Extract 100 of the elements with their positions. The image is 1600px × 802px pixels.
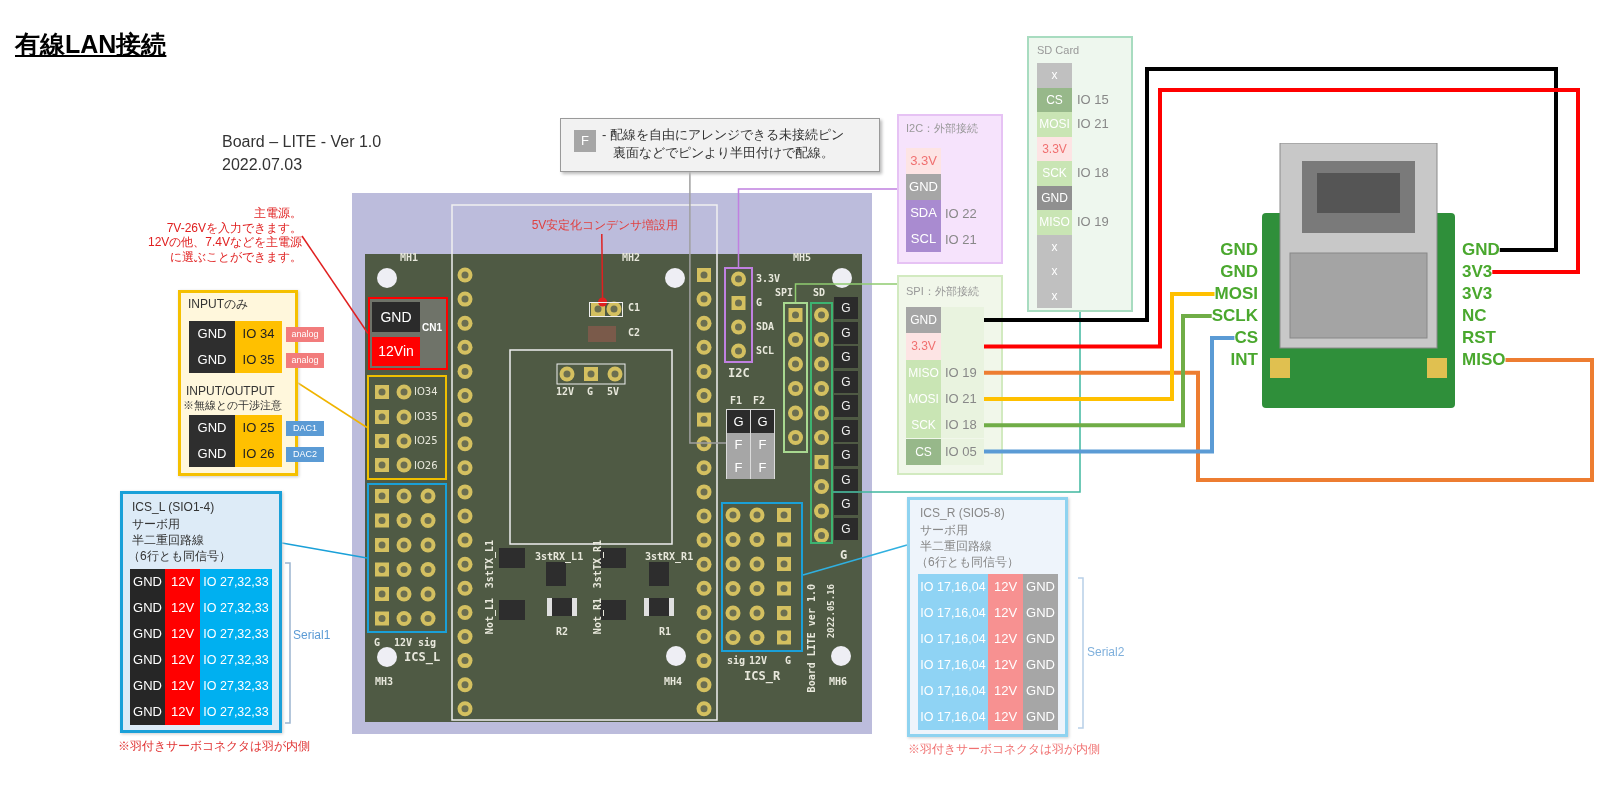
pin-cell: IO 17,16,04 bbox=[918, 678, 988, 704]
note-text: - 配線を自由にアレンジできる未接続ピン bbox=[602, 126, 844, 144]
board-label: R2 bbox=[556, 626, 569, 637]
leader-line bbox=[281, 542, 368, 559]
pin-cell: 12V bbox=[988, 600, 1023, 626]
pin-label: IO 22 bbox=[945, 206, 977, 221]
leader-line bbox=[301, 235, 369, 335]
board-label: 2022.05.16 bbox=[826, 584, 836, 639]
pin-cell: MOSI bbox=[1037, 112, 1072, 137]
pin-cell: GND bbox=[1023, 574, 1058, 600]
board-label: IO34 bbox=[414, 386, 438, 397]
pin-cell: SCL bbox=[906, 226, 941, 252]
pin-cell: IO 17,16,04 bbox=[918, 626, 988, 652]
board-label: G bbox=[587, 386, 594, 397]
bracket-label: Serial1 bbox=[293, 628, 331, 642]
pin-label: G bbox=[834, 493, 858, 515]
annotation-text: 12Vの他、7.4Vなどを主電源に選ぶことができます。 bbox=[146, 235, 302, 265]
board-label: MH3 bbox=[375, 676, 394, 687]
wire bbox=[984, 336, 1235, 454]
pin-label: MISO bbox=[1462, 349, 1506, 371]
pin-cell: IO 27,32,33 bbox=[200, 621, 272, 647]
pin-cell: IO 27,32,33 bbox=[200, 595, 272, 621]
pin-label: CS bbox=[1234, 327, 1258, 349]
pin-cell: GND bbox=[1023, 678, 1058, 704]
board-label: SPI bbox=[775, 287, 794, 298]
pin-label: G bbox=[834, 468, 858, 491]
note-text: ※羽付きサーボコネクタは羽が内側 bbox=[908, 741, 1100, 758]
box-heading: （6行とも同信号） bbox=[128, 548, 231, 565]
leader-line bbox=[794, 283, 898, 303]
box-heading: INPUTのみ bbox=[188, 296, 248, 313]
pin-cell: IO 27,32,33 bbox=[200, 699, 272, 725]
pin-cell: 3.3V bbox=[906, 148, 941, 174]
board-label: 12V bbox=[749, 655, 768, 666]
board-label: MH2 bbox=[622, 252, 641, 263]
board-label: F1 bbox=[730, 395, 743, 406]
board-label: SD bbox=[813, 287, 826, 298]
board-label: CN1 bbox=[422, 322, 442, 333]
board-label: MH5 bbox=[793, 252, 812, 263]
board-label: 12V bbox=[394, 637, 413, 648]
pin-label: G bbox=[834, 419, 858, 442]
board-label: 3.3V bbox=[756, 273, 781, 284]
pin-cell: GND bbox=[130, 647, 165, 673]
wire bbox=[984, 67, 1558, 323]
board-label: IO26 bbox=[414, 459, 438, 471]
pin-badge: analog bbox=[286, 353, 324, 368]
pin-label: IO 19 bbox=[945, 364, 977, 380]
pin-label: GND bbox=[1220, 239, 1258, 261]
pin-cell: IO 34 bbox=[235, 321, 282, 347]
pin-cell: GND bbox=[189, 347, 235, 373]
pin-row bbox=[906, 412, 984, 439]
pin-cell: IO 27,32,33 bbox=[200, 647, 272, 673]
title-text: 有線LAN接続 bbox=[15, 29, 167, 60]
board-label: F2 bbox=[753, 395, 766, 406]
pin-cell: 12V bbox=[988, 652, 1023, 678]
wire bbox=[984, 358, 1594, 482]
box-heading: ICS_R (SIO5-8) bbox=[920, 506, 1005, 520]
box-heading: 半二重回路線 bbox=[920, 538, 992, 555]
bracket-label: Serial2 bbox=[1087, 645, 1125, 659]
pin-cell: F bbox=[727, 433, 750, 456]
pin-cell: GND bbox=[1023, 626, 1058, 652]
box-heading: ICS_L (SIO1-4) bbox=[132, 500, 215, 514]
pin-cell: IO 17,16,04 bbox=[918, 574, 988, 600]
board-label: C2 bbox=[628, 327, 641, 338]
board-label: MH4 bbox=[664, 676, 683, 687]
board-label: G bbox=[374, 637, 381, 648]
pin-badge: DAC1 bbox=[286, 421, 324, 436]
board-label: MH6 bbox=[829, 676, 848, 687]
wire bbox=[984, 314, 1212, 428]
pin-label: GND bbox=[1462, 239, 1500, 261]
note-text: ※無線との干渉注意 bbox=[183, 399, 282, 413]
pin-row bbox=[906, 438, 984, 465]
pin-cell: SDA bbox=[906, 200, 941, 226]
callout-box bbox=[897, 275, 1003, 475]
pin-label: 3V3 bbox=[1462, 261, 1493, 283]
board-label: G bbox=[840, 548, 848, 562]
pin-badge: DAC2 bbox=[286, 447, 324, 462]
box-heading: I2C：外部接続 bbox=[906, 121, 979, 136]
pin-badge: analog bbox=[286, 327, 324, 342]
subtitle-text: Board – LITE - Ver 1.0 bbox=[222, 133, 382, 151]
board-label: sig bbox=[418, 637, 437, 648]
pin-label: G bbox=[834, 346, 858, 368]
leader-line bbox=[689, 171, 727, 444]
pin-label: IO 15 bbox=[1077, 91, 1109, 107]
pin-cell: G bbox=[751, 410, 774, 433]
pin-label: G bbox=[834, 444, 858, 466]
note-box bbox=[560, 118, 880, 172]
pin-cell: CS bbox=[1037, 87, 1072, 112]
pin-label: IO 18 bbox=[945, 417, 977, 433]
pin-cell: IO 17,16,04 bbox=[918, 652, 988, 678]
pin-cell: 12V bbox=[165, 647, 200, 673]
board-label: sig bbox=[727, 655, 746, 666]
header-outline bbox=[367, 375, 447, 480]
pin-cell: GND bbox=[130, 673, 165, 699]
board-label: Not_R1 bbox=[592, 598, 603, 635]
box-heading: SPI：外部接続 bbox=[906, 284, 979, 299]
board-label: G bbox=[785, 655, 792, 666]
board-label: IO35 bbox=[414, 410, 438, 422]
pin-label: IO 05 bbox=[945, 443, 977, 459]
pin-cell: GND bbox=[1023, 704, 1058, 730]
pin-cell: IO 17,16,04 bbox=[918, 704, 988, 730]
